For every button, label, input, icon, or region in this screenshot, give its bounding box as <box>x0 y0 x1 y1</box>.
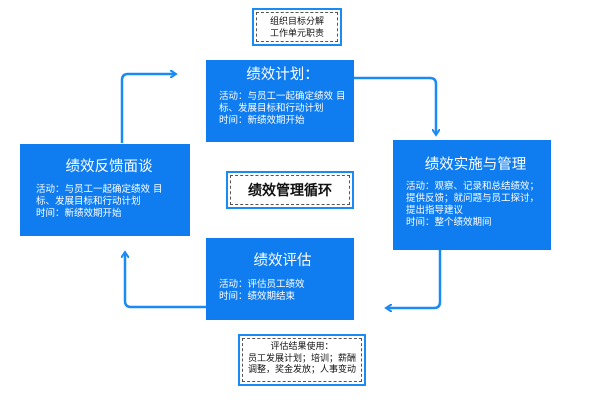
arrow-feedback-to-plan <box>120 74 175 143</box>
stage-implement: 绩效实施与管理 活动：观察、记录和总结绩效； 提供反馈；就问题与员工探讨， 提出… <box>393 140 551 250</box>
stage-implement-line: 时间：整个绩效期间 <box>406 217 492 228</box>
stage-implement-title: 绩效实施与管理 <box>424 157 527 173</box>
top-note-line: 组织目标分解 <box>269 17 324 27</box>
arrow-evaluate-to-feedback <box>125 253 206 309</box>
bottom-note-line: 员工发展计划；培训；薪酬 <box>247 353 356 364</box>
stage-evaluate-line: 活动：评估员工绩效 <box>219 279 305 290</box>
arrow-plan-to-implement <box>354 76 436 134</box>
stage-feedback-line: 活动：与员工一起确定绩效 目 <box>36 184 163 195</box>
stage-evaluate-line: 时间：绩效期结束 <box>219 291 296 302</box>
bottom-note: 评估结果使用： 员工发展计划；培训；薪酬 调整，奖金发放；人事变动 <box>238 334 366 386</box>
stage-plan-line: 标、发展目标和行动计划 <box>219 103 324 114</box>
top-note-line: 工作单元职责 <box>269 28 324 39</box>
stage-evaluate-title: 绩效评估 <box>253 253 312 269</box>
stage-plan-line: 时间：新绩效期开始 <box>219 115 305 126</box>
stage-feedback-line: 时间：新绩效期开始 <box>36 208 122 219</box>
stage-feedback-line: 标、发展目标和行动计划 <box>36 196 141 207</box>
bottom-note-line: 调整，奖金发放；人事变动 <box>247 365 356 375</box>
stage-plan-line: 活动：与员工一起确定绩效 目 <box>219 91 346 102</box>
stage-plan: 绩效计划： 活动：与员工一起确定绩效 目 标、发展目标和行动计划 时间：新绩效期… <box>206 60 354 142</box>
stage-implement-line: 提供反馈；就问题与员工探讨， <box>406 193 540 204</box>
stage-feedback-title: 绩效反馈面谈 <box>65 159 153 175</box>
center-label: 绩效管理循环 <box>226 171 354 209</box>
stage-evaluate: 绩效评估 活动：评估员工绩效 时间：绩效期结束 <box>206 238 354 320</box>
stage-plan-title: 绩效计划： <box>246 67 319 83</box>
bottom-note-line: 评估结果使用： <box>270 342 334 352</box>
top-note: 组织目标分解 工作单元职责 <box>252 8 342 46</box>
stage-implement-line: 提出指导建议 <box>406 205 464 216</box>
arrow-implement-to-evaluate <box>387 250 442 308</box>
stage-feedback: 绩效反馈面谈 活动：与员工一起确定绩效 目 标、发展目标和行动计划 时间：新绩效… <box>20 144 190 236</box>
center-title: 绩效管理循环 <box>248 183 332 199</box>
stage-implement-line: 活动：观察、记录和总结绩效； <box>406 181 540 192</box>
